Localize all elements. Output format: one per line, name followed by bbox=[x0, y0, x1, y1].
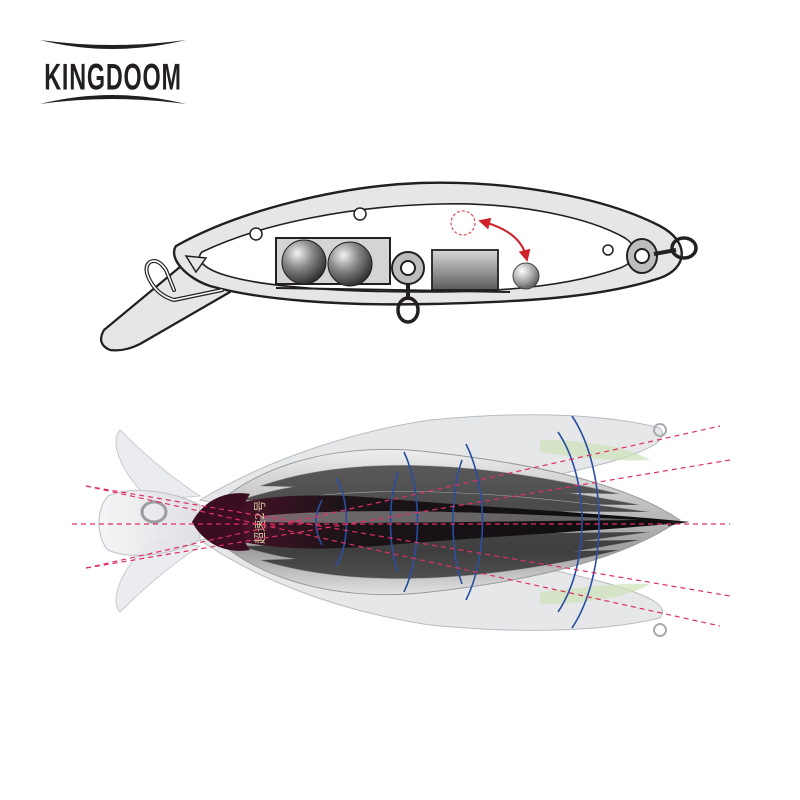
guide-line-upper bbox=[85, 485, 731, 597]
action-curve bbox=[315, 499, 323, 546]
action-curve bbox=[452, 459, 463, 585]
lure-cutaway-diagram bbox=[99, 181, 698, 352]
guide-line-wide-lower bbox=[85, 425, 721, 569]
lip-notch bbox=[184, 255, 208, 274]
ghost-green-accent bbox=[540, 440, 650, 461]
weight-transfer-arrow bbox=[478, 217, 531, 262]
logo-swoosh-top bbox=[40, 40, 186, 49]
action-curve bbox=[403, 451, 419, 593]
moving-ball-ghost bbox=[450, 210, 476, 236]
tail-split-ring bbox=[670, 236, 698, 260]
brand-logo: KINGDOOM bbox=[40, 40, 186, 104]
tungsten-ball-2 bbox=[327, 241, 373, 287]
vent-hole bbox=[249, 227, 263, 241]
belly-split-ring bbox=[396, 296, 420, 324]
chamber-rail bbox=[275, 287, 511, 293]
vent-hole bbox=[353, 207, 367, 221]
lure-tail-tip bbox=[668, 520, 688, 526]
lure-back-highlight bbox=[260, 511, 640, 523]
ghost-green-accent bbox=[540, 583, 650, 604]
lure-back-stripe bbox=[192, 495, 690, 549]
action-guide-lines bbox=[72, 425, 731, 627]
ghost-lip-upper bbox=[115, 429, 202, 501]
lure-top-view: 超速2号 bbox=[72, 414, 731, 637]
guide-line-lower bbox=[85, 459, 731, 569]
moving-ball bbox=[512, 262, 540, 290]
belly-eye-inner bbox=[400, 260, 416, 276]
action-curve bbox=[389, 471, 399, 573]
guide-line-wide-upper bbox=[85, 485, 721, 627]
action-curve bbox=[465, 443, 484, 601]
tungsten-ball-1 bbox=[281, 239, 327, 285]
action-curve bbox=[557, 431, 583, 613]
action-curve bbox=[335, 477, 348, 567]
lure-body-text: 超速2号 bbox=[252, 500, 267, 544]
ghost-tail-eye bbox=[653, 623, 667, 637]
tail-eye-inner bbox=[634, 248, 650, 264]
line-tie-inner bbox=[145, 260, 223, 301]
action-curve bbox=[571, 415, 600, 629]
logo-swoosh-bottom bbox=[40, 95, 186, 104]
swimming-action-curves bbox=[315, 415, 600, 629]
brand-name: KINGDOOM bbox=[44, 56, 182, 98]
lure-head bbox=[192, 493, 250, 551]
nose-split-ring bbox=[140, 500, 168, 524]
ghost-lip-lower bbox=[115, 541, 202, 613]
ghost-tail-eye bbox=[653, 423, 667, 437]
magnet-block bbox=[431, 249, 499, 291]
diving-lip-top bbox=[98, 489, 201, 557]
vent-hole bbox=[602, 244, 614, 256]
